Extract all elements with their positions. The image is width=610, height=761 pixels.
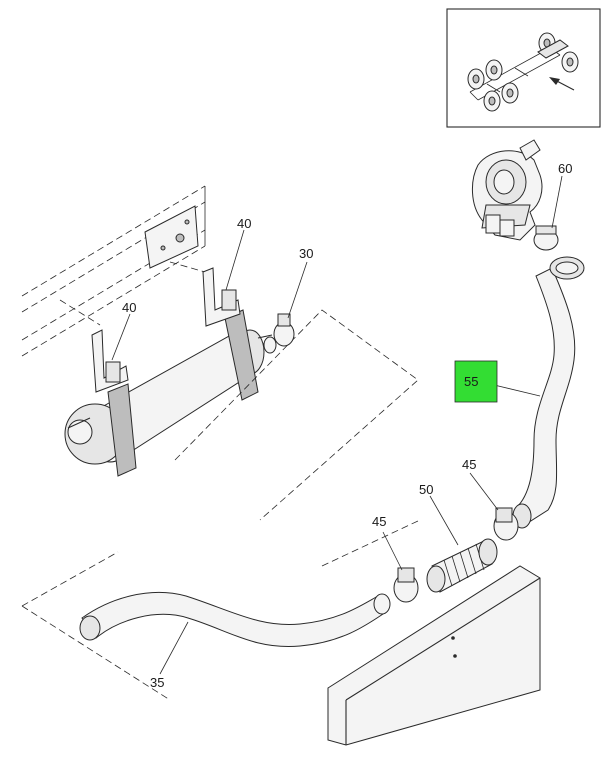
clamp-60 <box>533 225 559 251</box>
callout-45-lower: 45 <box>372 514 386 529</box>
callout-45-upper: 45 <box>462 457 476 472</box>
bracket-40-rear <box>91 329 129 393</box>
highlight-55[interactable]: 55 <box>454 360 498 403</box>
turbocharger <box>472 139 543 241</box>
callout-30: 30 <box>299 246 313 261</box>
callout-40-rear: 40 <box>122 300 136 315</box>
callout-55: 55 <box>464 374 478 389</box>
leader-lines <box>111 175 563 675</box>
frame-rail-lower <box>327 565 541 746</box>
callout-50: 50 <box>419 482 433 497</box>
bracket-40-front <box>202 267 241 327</box>
clamp-45-upper <box>493 507 519 541</box>
frame-rail <box>21 185 206 357</box>
tail-pipe-35 <box>21 519 421 701</box>
callout-40-front: 40 <box>237 216 251 231</box>
callout-35: 35 <box>150 675 164 690</box>
clamp-30 <box>273 313 295 347</box>
locator-arrow-icon <box>549 77 560 85</box>
exhaust-pipe-55 <box>512 256 585 529</box>
flex-bellows-50 <box>426 538 498 593</box>
clamp-45-lower <box>393 567 419 603</box>
callout-60: 60 <box>558 161 572 176</box>
highlight-box[interactable] <box>454 360 498 403</box>
muffler-assembly <box>64 309 419 521</box>
locator-inset <box>446 8 601 128</box>
